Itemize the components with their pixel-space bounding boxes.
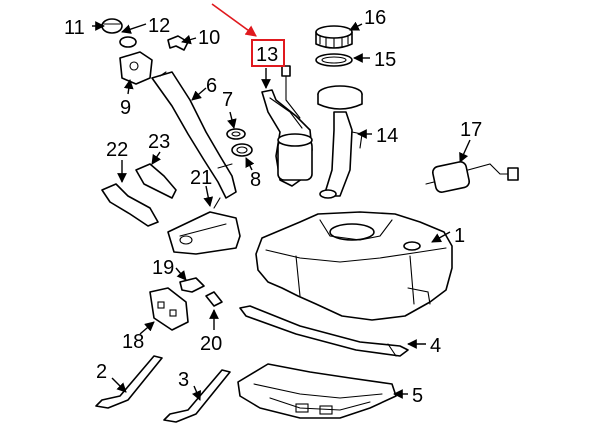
callout-7: 7 (222, 89, 233, 111)
fuel-sender-unit-drawing (317, 85, 363, 199)
callout-8: 8 (250, 169, 261, 191)
callout-10: 10 (198, 27, 220, 49)
leader-lines (92, 21, 471, 401)
tank-strap-right-drawing (163, 369, 231, 423)
callout-23: 23 (148, 131, 170, 153)
fuel-pump-module-drawing (261, 65, 313, 187)
highlight-box (251, 39, 285, 67)
callout-11: 11 (64, 17, 85, 39)
grommet-large-drawing (231, 143, 253, 157)
tank-strap-left-drawing (95, 355, 163, 409)
callout-5: 5 (412, 385, 423, 407)
hose-drawing (205, 291, 223, 307)
evap-canister-drawing (167, 197, 241, 255)
cap-seal-drawing (119, 36, 137, 48)
highlight-indicator (211, 3, 285, 67)
callout-labels: 1 2 3 4 5 6 7 8 9 10 11 12 13 14 15 16 1… (64, 7, 482, 407)
callout-22: 22 (106, 139, 128, 161)
callout-1: 1 (454, 225, 465, 247)
callout-9: 9 (120, 97, 131, 119)
vent-hose-short-drawing (135, 163, 177, 199)
connector-drawing (179, 277, 205, 293)
callout-15: 15 (374, 49, 396, 71)
lock-ring-drawing (315, 53, 353, 67)
callout-20: 20 (200, 333, 222, 355)
filler-housing-drawing (119, 51, 153, 85)
callout-3: 3 (178, 369, 189, 391)
callout-16: 16 (364, 7, 386, 29)
callout-19: 19 (152, 257, 174, 279)
tank-strap-long-drawing (239, 305, 409, 357)
mounting-pad-drawing (149, 287, 189, 331)
callout-6: 6 (206, 75, 217, 97)
heat-shield-drawing (237, 363, 397, 419)
gas-cap-drawing (101, 18, 123, 34)
callout-13: 13 (256, 44, 278, 66)
grommet-drawing (226, 128, 246, 140)
callout-2: 2 (96, 361, 107, 383)
callout-21: 21 (190, 167, 212, 189)
filler-neck-drawing (151, 71, 237, 199)
callout-12: 12 (148, 15, 170, 37)
fuel-tank-drawing (255, 211, 453, 321)
bracket-drawing (167, 35, 189, 51)
callout-17: 17 (460, 119, 482, 141)
callout-18: 18 (122, 331, 144, 353)
fuel-filter-drawing (425, 161, 519, 193)
callout-4: 4 (430, 335, 441, 357)
callout-14: 14 (376, 125, 398, 147)
vent-hose-drawing (101, 183, 159, 227)
retaining-ring-drawing (315, 25, 353, 49)
